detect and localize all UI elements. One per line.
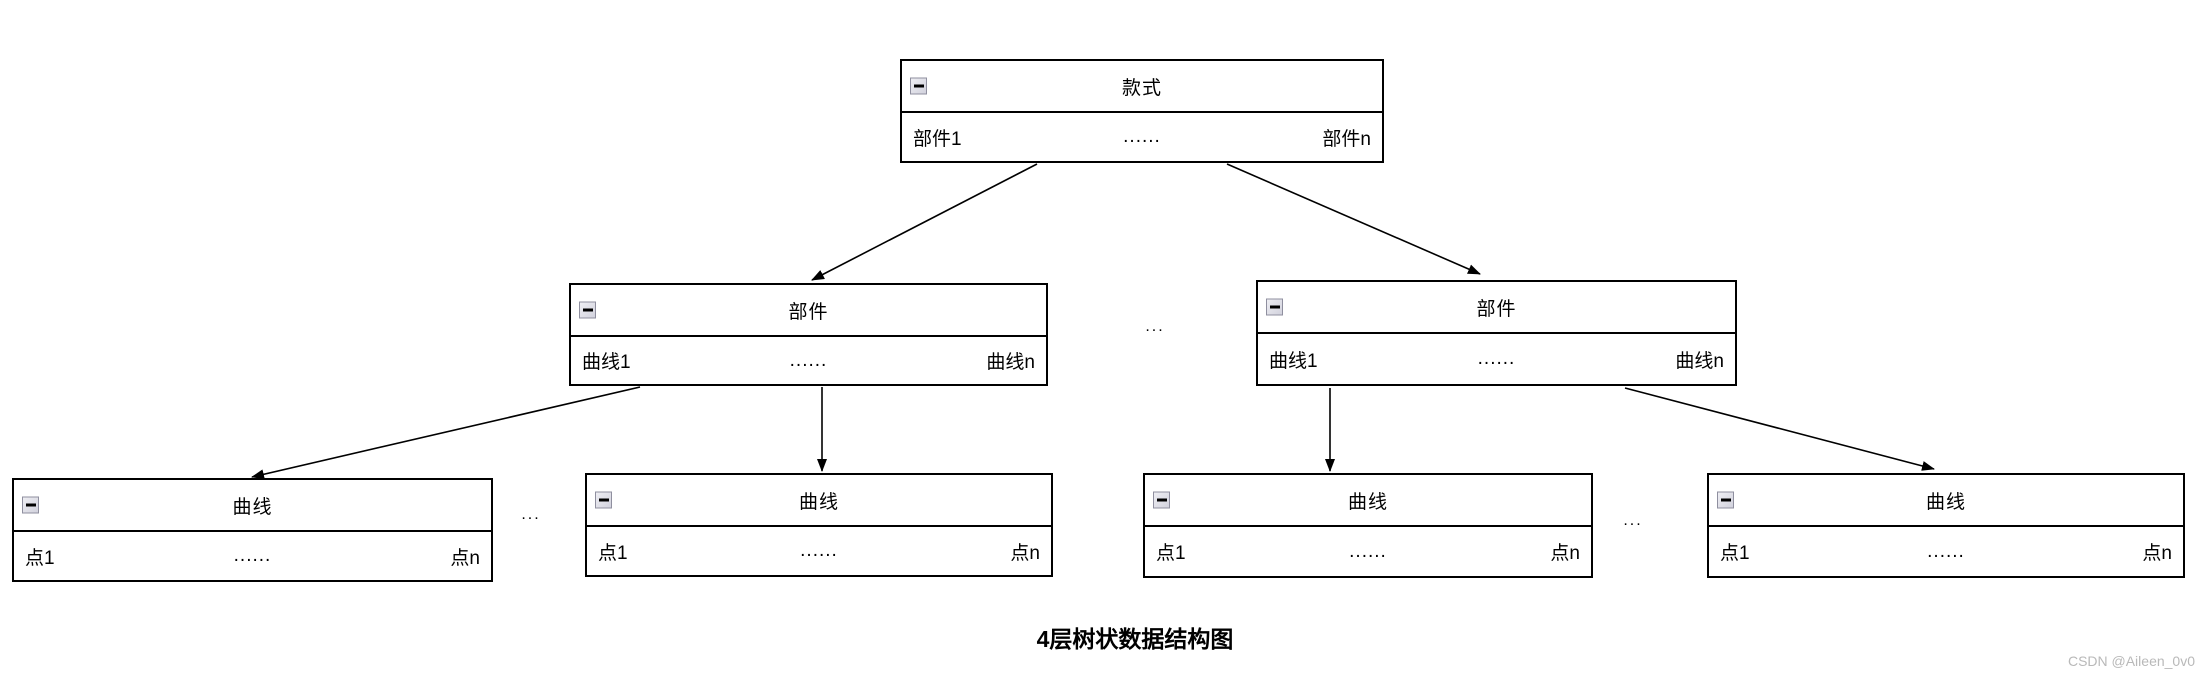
tree-node-component-right[interactable]: 部件 曲线1 ...... 曲线n bbox=[1256, 280, 1737, 386]
collapse-minus-icon[interactable] bbox=[579, 301, 596, 319]
node-header: 曲线 bbox=[587, 475, 1051, 527]
minus-glyph bbox=[1720, 498, 1731, 502]
minus-glyph bbox=[913, 84, 924, 88]
node-body: 曲线1 ...... 曲线n bbox=[571, 337, 1046, 384]
node-item-ellipsis: ...... bbox=[1477, 348, 1516, 369]
tree-node-style-root[interactable]: 款式 部件1 ...... 部件n bbox=[900, 59, 1384, 163]
node-title: 款式 bbox=[1121, 77, 1162, 99]
node-item-first: 点1 bbox=[25, 547, 55, 569]
node-item-first: 点1 bbox=[1156, 543, 1186, 564]
node-item-ellipsis: ...... bbox=[1123, 126, 1161, 147]
node-item-first: 点1 bbox=[598, 542, 628, 564]
node-body: 部件1 ...... 部件n bbox=[902, 113, 1382, 161]
node-item-last: 点n bbox=[2142, 543, 2172, 564]
node-item-last: 点n bbox=[1550, 543, 1580, 564]
node-title: 曲线 bbox=[1925, 491, 1966, 513]
node-header: 部件 bbox=[571, 285, 1046, 337]
sibling-ellipsis-curves-right: ... bbox=[1623, 512, 1643, 529]
collapse-minus-icon[interactable] bbox=[910, 77, 927, 95]
edge-component-right-to-curve-4 bbox=[1624, 387, 1935, 471]
node-item-ellipsis: ...... bbox=[233, 545, 272, 566]
minus-glyph bbox=[1269, 305, 1280, 309]
node-header: 款式 bbox=[902, 61, 1382, 113]
node-header: 曲线 bbox=[1709, 475, 2183, 527]
collapse-minus-icon[interactable] bbox=[1153, 491, 1170, 509]
collapse-minus-icon[interactable] bbox=[1266, 298, 1283, 316]
node-body: 点1 ...... 点n bbox=[1145, 527, 1591, 576]
edge-root-to-component-left bbox=[811, 163, 1038, 281]
node-title: 曲线 bbox=[232, 496, 273, 518]
node-body: 曲线1 ...... 曲线n bbox=[1258, 334, 1735, 384]
minus-glyph bbox=[598, 498, 609, 502]
sibling-ellipsis-components: ... bbox=[1145, 318, 1165, 335]
edge-component-left-to-curve-1 bbox=[251, 386, 641, 480]
node-item-first: 点1 bbox=[1720, 543, 1750, 564]
node-item-first: 部件1 bbox=[913, 128, 962, 150]
sibling-ellipsis-curves-left: ... bbox=[521, 506, 541, 523]
minus-glyph bbox=[1156, 498, 1167, 502]
node-item-last: 点n bbox=[1010, 542, 1040, 564]
tree-node-curve-4[interactable]: 曲线 点1 ...... 点n bbox=[1707, 473, 2185, 578]
node-item-ellipsis: ...... bbox=[800, 540, 838, 561]
node-header: 曲线 bbox=[14, 480, 491, 532]
tree-node-curve-3[interactable]: 曲线 点1 ...... 点n bbox=[1143, 473, 1593, 578]
node-item-ellipsis: ...... bbox=[1927, 540, 1965, 562]
node-item-first: 曲线1 bbox=[582, 352, 631, 373]
tree-node-curve-1[interactable]: 曲线 点1 ...... 点n bbox=[12, 478, 493, 582]
collapse-minus-icon[interactable] bbox=[595, 491, 612, 509]
node-item-last: 曲线n bbox=[986, 352, 1035, 373]
node-item-last: 点n bbox=[450, 547, 480, 569]
node-title: 部件 bbox=[1476, 298, 1517, 320]
minus-glyph bbox=[582, 308, 593, 312]
node-title: 曲线 bbox=[798, 491, 839, 513]
edge-root-to-component-right bbox=[1226, 163, 1481, 275]
node-header: 部件 bbox=[1258, 282, 1735, 334]
diagram-caption: 4层树状数据结构图 bbox=[1036, 626, 1234, 652]
node-item-ellipsis: ...... bbox=[1349, 540, 1387, 562]
node-item-ellipsis: ...... bbox=[789, 349, 828, 371]
node-body: 点1 ...... 点n bbox=[14, 532, 491, 580]
node-header: 曲线 bbox=[1145, 475, 1591, 527]
node-body: 点1 ...... 点n bbox=[1709, 527, 2183, 576]
node-title: 部件 bbox=[788, 301, 829, 323]
collapse-minus-icon[interactable] bbox=[1717, 491, 1734, 509]
tree-node-curve-2[interactable]: 曲线 点1 ...... 点n bbox=[585, 473, 1053, 577]
tree-node-component-left[interactable]: 部件 曲线1 ...... 曲线n bbox=[569, 283, 1048, 386]
node-item-last: 部件n bbox=[1322, 128, 1371, 150]
node-item-last: 曲线n bbox=[1675, 350, 1724, 372]
node-item-first: 曲线1 bbox=[1269, 350, 1318, 372]
csdn-watermark: CSDN @Aileen_0v0 bbox=[2067, 653, 2195, 669]
node-title: 曲线 bbox=[1347, 491, 1388, 513]
node-body: 点1 ...... 点n bbox=[587, 527, 1051, 575]
minus-glyph bbox=[25, 503, 36, 507]
collapse-minus-icon[interactable] bbox=[22, 496, 39, 514]
